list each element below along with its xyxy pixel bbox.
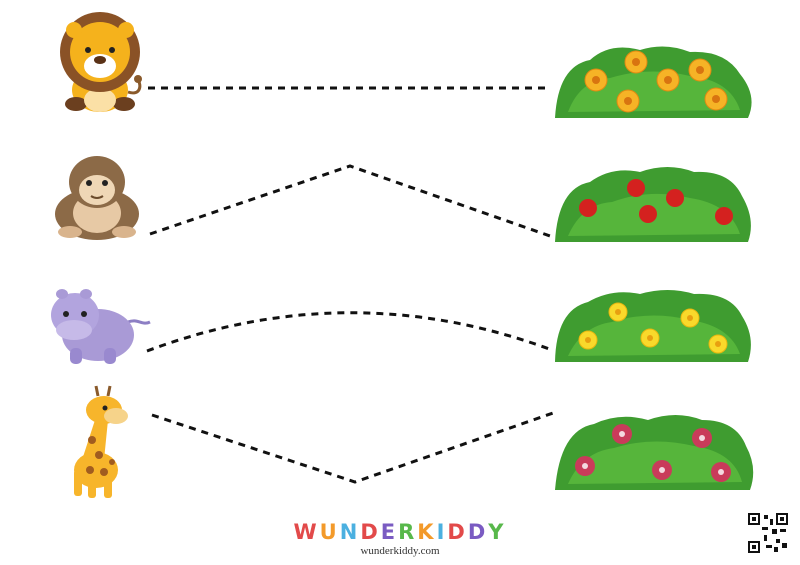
website-link[interactable]: wunderkiddy.com — [360, 545, 440, 557]
pink-hibiscus-bush-icon — [555, 415, 754, 490]
lion-icon — [60, 12, 142, 112]
qr-code-icon — [748, 513, 788, 553]
trace-path-valley[interactable] — [151, 411, 554, 484]
hippo-icon — [51, 289, 151, 364]
yellow-flower-bush-icon — [555, 290, 751, 362]
brand-logo: WUNDERKIDDY — [0, 520, 800, 544]
giraffe-icon — [74, 385, 128, 498]
trace-path-arc[interactable] — [146, 311, 553, 353]
trace-path-peak[interactable] — [149, 164, 551, 238]
gorilla-icon — [55, 156, 139, 240]
orange-flower-bush-icon — [555, 46, 752, 118]
brand-logo-text: WUNDERKIDDY — [293, 520, 507, 544]
footer-brand: WUNDERKIDDY wunderkiddy.com — [0, 520, 800, 557]
red-rose-bush-icon — [555, 167, 751, 242]
